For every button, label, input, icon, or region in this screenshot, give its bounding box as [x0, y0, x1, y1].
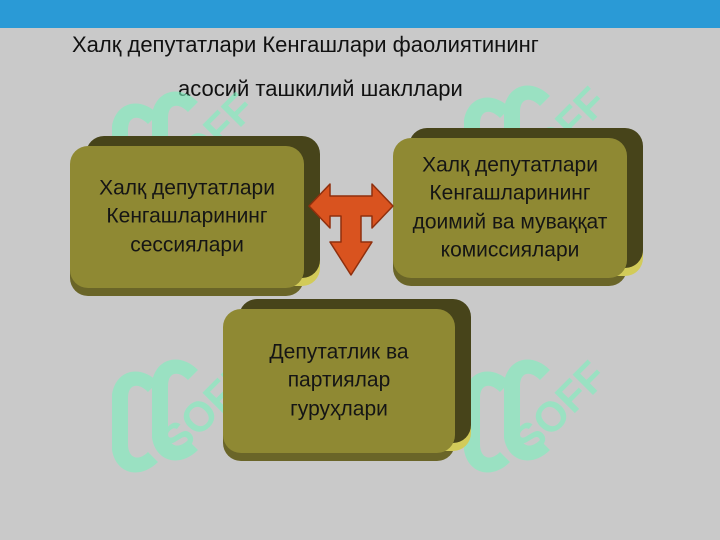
diagram-box-sessions: Халқ депутатлари Кенгашларининг сессияла…: [70, 146, 304, 288]
slide-title: Халқ депутатлари Кенгашлари фаолиятининг…: [0, 32, 720, 112]
diagram-box-commissions: Халқ депутатлари Кенгашларининг доимий в…: [393, 138, 627, 278]
three-way-arrow-icon: [308, 183, 394, 276]
slide-title-line-2: асосий ташкилий шакллари: [178, 76, 463, 101]
top-bar: [0, 0, 720, 28]
diagram-box-groups-text: Депутатлик ва партиялар гуруҳлари: [269, 340, 409, 421]
diagram-box-commissions-text: Халқ депутатлари Кенгашларининг доимий в…: [412, 153, 608, 262]
soff-logo-icon: [464, 359, 550, 473]
slide-title-line-1: Халқ депутатлари Кенгашлари фаолиятининг: [72, 32, 539, 57]
diagram-box-sessions-text: Халқ депутатлари Кенгашларининг сессияла…: [99, 176, 275, 257]
soff-logo-icon: [112, 359, 198, 473]
diagram-box-groups: Депутатлик ва партиялар гуруҳлари: [223, 309, 455, 453]
soff-watermark-bottom-right: SOFF: [464, 352, 616, 473]
